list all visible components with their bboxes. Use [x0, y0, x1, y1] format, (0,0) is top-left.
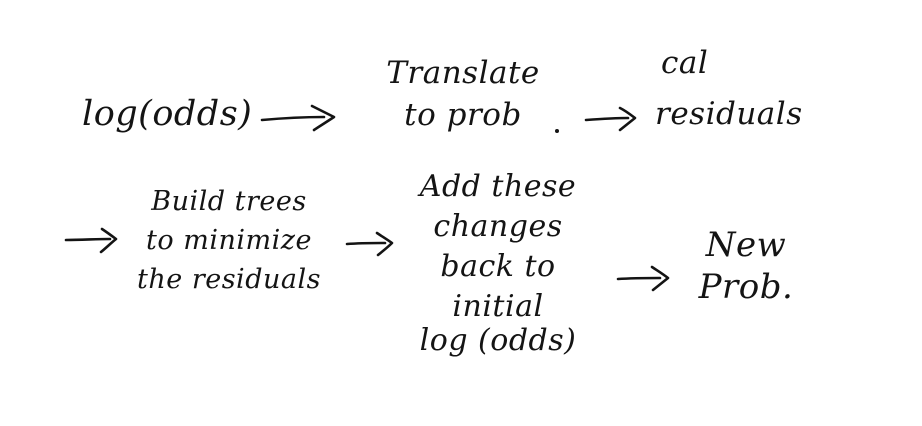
translate-to-prob-label: Translate to prob — [378, 58, 548, 131]
log-odds-label: log(odds) — [82, 94, 253, 134]
add-line-3: back to — [440, 249, 556, 284]
arrow-icon — [616, 265, 670, 292]
build-line-2: to minimize — [146, 225, 312, 256]
build-trees-label: Build trees to minimize the residuals — [114, 188, 344, 293]
calc-line-2: residuals — [655, 96, 803, 132]
period-dot — [555, 129, 559, 133]
add-line-5: log (odds) — [419, 323, 577, 358]
add-line-1: Add these — [419, 169, 577, 204]
add-line-4: initial — [452, 289, 544, 324]
new-line-2: Prob. — [698, 267, 794, 307]
new-line-1: New — [705, 225, 787, 265]
translate-line-2: to prob — [404, 97, 522, 133]
build-line-3: the residuals — [137, 264, 321, 295]
arrow-icon — [64, 227, 118, 254]
calc-residuals-label: cal residuals — [655, 48, 830, 130]
arrow-icon — [584, 106, 637, 132]
new-prob-label: New Prob. — [676, 228, 816, 304]
add-line-2: changes — [433, 209, 563, 244]
arrow-icon — [345, 231, 394, 257]
calc-line-1: cal — [661, 45, 709, 81]
translate-line-1: Translate — [386, 55, 540, 91]
arrow-icon — [260, 104, 336, 132]
add-changes-label: Add these changes back to initial log (o… — [398, 172, 598, 356]
build-line-1: Build trees — [151, 186, 307, 217]
